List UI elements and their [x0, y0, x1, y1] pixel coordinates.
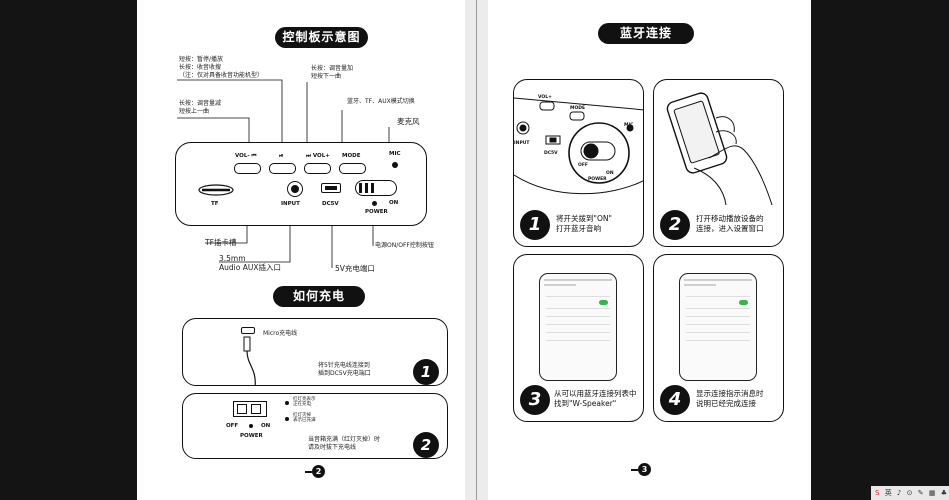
off-label: OFF [578, 163, 588, 168]
bt-step1-card: VOL+ MODE MIC INPUT DC5V OFF ON POWER 1 … [513, 79, 644, 247]
bt-step3-text: 从可以用蓝牙连接列表中 找到"W-Speaker" [554, 389, 637, 408]
play-pause-button[interactable] [269, 163, 296, 174]
charge-port-annotation: 5V充电端口 [335, 264, 375, 273]
tf-slot-icon [198, 184, 234, 196]
dc5v-port [321, 183, 341, 193]
ime-icon[interactable]: S [875, 489, 880, 497]
power-switch-annotation: 电源ON/OFF控制按钮 [375, 242, 434, 249]
pen-icon[interactable]: ✎ [917, 489, 924, 497]
left-page: 控制板示意图 短按：暂停/播放 长按：收音收搜 （注：仅对具备收音功能机型） 长… [137, 0, 465, 500]
bt-step4-card: 4 显示连接指示消息时 说明已经完成连接 [653, 254, 784, 422]
mode-label: MODE [342, 153, 361, 159]
pause-annotation: 短按：暂停/播放 长按：收音收搜 （注：仅对具备收音功能机型） [179, 56, 264, 79]
page-spine [476, 0, 477, 500]
indicator-dot-on [285, 401, 289, 405]
bluetooth-title: 蓝牙连接 [598, 23, 694, 44]
right-page-number: 3 [631, 463, 651, 476]
micro-cable-label: Micro充电线 [263, 330, 298, 337]
indicator1-text: 红灯亮表示 正在充电 [293, 397, 316, 407]
switch-dot [249, 424, 253, 428]
bt-step3-card: 3 从可以用蓝牙连接列表中 找到"W-Speaker" [513, 254, 644, 422]
keyboard-icon[interactable]: ▦ [928, 489, 936, 497]
dc5v-label: DC5V [322, 201, 339, 207]
charge-title: 如何充电 [273, 286, 365, 307]
lang-icon[interactable]: 英 [884, 489, 892, 497]
vol-down-annotation: 长按：调音量减 短按上一曲 [179, 100, 222, 115]
charge-step1-number: 1 [413, 359, 439, 385]
indicator2-text: 红灯灭掉 表示已充满 [293, 413, 316, 423]
right-page: 蓝牙连接 VOL+ MODE MIC INPUT DC5V OFF [488, 0, 811, 500]
speaker-closeup [514, 97, 643, 195]
mic-label: MIC [624, 123, 634, 128]
control-panel-title: 控制板示意图 [275, 27, 368, 48]
off-label: OFF [226, 423, 239, 429]
charge-step1-text: 将5针充电线连接到 插到DC5V充电端口 [318, 362, 371, 377]
hand-phone-illustration [666, 92, 773, 205]
play-label: ⏯ [279, 153, 284, 159]
aux-annotation: 3.5mm Audio AUX插入口 [219, 254, 281, 272]
mic-annotation: 麦克风 [397, 117, 420, 126]
input-label: INPUT [514, 141, 530, 146]
vol-plus-label: ⏭ VOL+ [306, 153, 330, 159]
system-tray: S 英 ♪ ⊙ ✎ ▦ ♣ ⊞ [871, 486, 949, 500]
indicator-dot-off [285, 417, 289, 421]
control-panel: VOL- ⏮ ⏯ ⏭ VOL+ MODE MIC TF INPUT DC5V [175, 142, 427, 226]
mode-button[interactable] [339, 163, 366, 174]
bt-step4-number: 4 [660, 385, 690, 415]
power-label: POWER [588, 177, 607, 182]
aux-jack [287, 181, 303, 197]
vol-plus-label: VOL+ [538, 95, 552, 100]
bt-step2-number: 2 [660, 210, 690, 240]
power-label: POWER [365, 209, 388, 215]
dc5v-label: DC5V [544, 151, 558, 156]
phone-screen-4 [679, 273, 757, 381]
vol-up-annotation: 长按：调音量加 短按下一曲 [311, 65, 354, 80]
skin-icon[interactable]: ♣ [940, 489, 947, 497]
bt-step3-number: 3 [520, 385, 550, 415]
power-switch[interactable] [355, 180, 397, 196]
mic-label: MIC [389, 151, 401, 157]
charge-cable [243, 336, 256, 385]
mode-annotation: 蓝牙、TF、AUX模式切换 [347, 98, 415, 105]
mic-hole [392, 162, 398, 168]
power-label: POWER [240, 433, 263, 439]
tf-label: TF [211, 201, 219, 207]
vol-minus-label: VOL- ⏮ [235, 153, 257, 159]
charge-step2-number: 2 [413, 432, 439, 458]
bt-step2-text: 打开移动播放设备的 连接，进入设置窗口 [696, 214, 764, 233]
on-label: ON [389, 200, 399, 206]
micro-usb-icon [241, 327, 255, 334]
bt-step2-card: 2 打开移动播放设备的 连接，进入设置窗口 [653, 79, 784, 247]
bt-step1-number: 1 [520, 210, 550, 240]
left-page-number: 2 [305, 465, 325, 478]
phone-screen-3 [539, 273, 617, 381]
bt-step4-text: 显示连接指示消息时 说明已经完成连接 [696, 389, 764, 408]
charge-step2-card: OFF ON POWER 红灯亮表示 正在充电 红灯灭掉 表示已充满 当音箱充满… [182, 393, 448, 459]
on-label: ON [606, 171, 614, 176]
vol-minus-button[interactable] [234, 163, 261, 174]
bt-step1-text: 将开关拨到"ON" 打开蓝牙音响 [556, 214, 612, 233]
on-label: ON [261, 423, 271, 429]
power-dot [372, 201, 377, 206]
mic-icon[interactable]: ⊙ [906, 489, 913, 497]
power-switch-diagram [233, 401, 267, 417]
charge-step2-text: 当音箱充满（红灯灭掉）时 请及时拔下充电线 [308, 436, 381, 451]
input-label: INPUT [281, 201, 300, 207]
vol-plus-button[interactable] [304, 163, 331, 174]
sound-icon[interactable]: ♪ [896, 489, 902, 497]
charge-step1-card: Micro充电线 将5针充电线连接到 插到DC5V充电端口 1 [182, 318, 448, 386]
mode-label: MODE [570, 106, 586, 111]
tf-slot-annotation: TF插卡槽 [205, 238, 237, 247]
